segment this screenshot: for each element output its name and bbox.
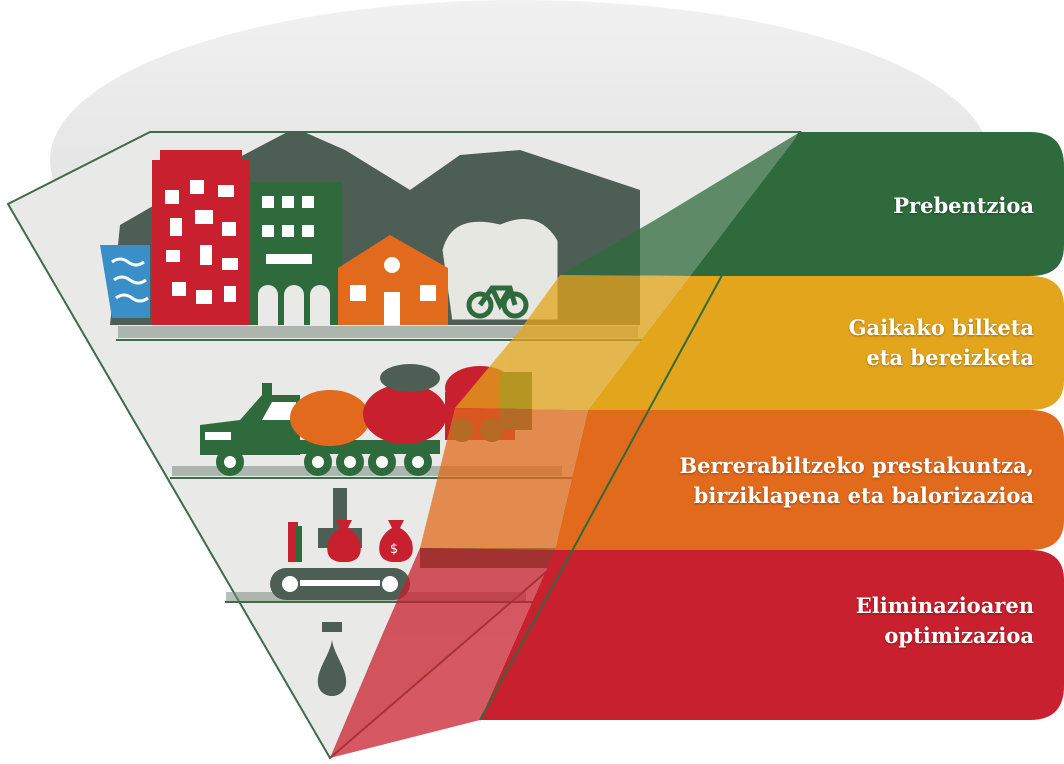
tree-icon <box>437 213 563 325</box>
red-building-icon <box>152 150 250 325</box>
level-label-3-line-1: Berrerabiltzeko prestakuntza, <box>679 453 1034 478</box>
level-label-2: Gaikako bilketa eta bereizketa <box>849 313 1034 373</box>
drop-icon <box>317 640 347 696</box>
level-label-1-line-1: Prebentzioa <box>893 193 1034 218</box>
band-gaikako-bilketa <box>588 276 1064 410</box>
level-bands <box>480 132 1064 720</box>
level-label-1: Prebentzioa <box>893 191 1034 221</box>
money-bag-icon: $ <box>327 520 413 562</box>
level-label-3-line-2: birziklapena eta balorizazioa <box>693 483 1034 508</box>
band-prebentzioa <box>690 132 1064 276</box>
level-label-4-line-1: Eliminazioaren <box>855 593 1034 618</box>
band-eliminazioa <box>480 550 1064 720</box>
band-berrerabiltzeko <box>555 410 1064 550</box>
level-label-4: Eliminazioaren optimizazioa <box>856 591 1034 651</box>
svg-text:$: $ <box>390 542 398 557</box>
diagonal-overlay <box>330 132 800 758</box>
tier4-disposal <box>317 622 347 696</box>
tier1-town <box>100 132 640 325</box>
orange-house-icon <box>338 235 448 325</box>
level-label-2-line-2: eta bereizketa <box>866 345 1034 370</box>
level-label-4-line-2: optimizazioa <box>884 623 1034 648</box>
level-label-3: Berrerabiltzeko prestakuntza, birziklape… <box>679 451 1034 511</box>
bicycle-icon <box>466 285 529 319</box>
truck-icon <box>200 383 300 476</box>
tier3-factory: $ <box>270 488 570 600</box>
green-building-icon <box>250 182 342 325</box>
level-label-2-line-1: Gaikako bilketa <box>848 315 1034 340</box>
